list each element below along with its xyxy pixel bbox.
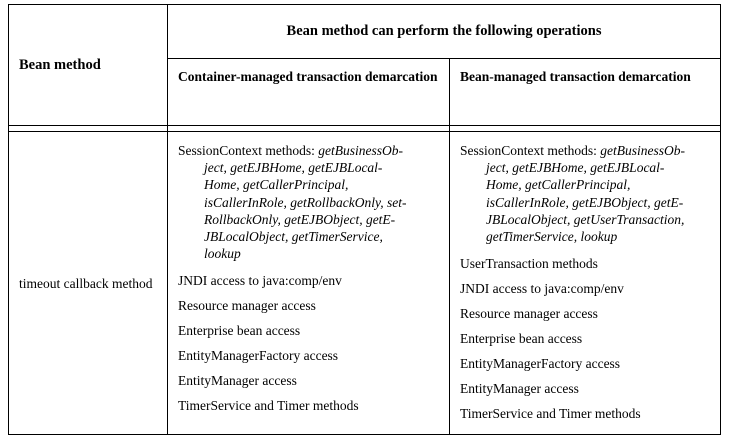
session-context-method-names: isCallerInRole, getEJBObject, getE- (486, 194, 684, 210)
session-context-line: SessionContext methods: getBusinessOb- (178, 142, 441, 159)
rule-segment-cmt (167, 125, 450, 132)
operation-item: Enterprise bean access (178, 323, 301, 339)
session-context-line: JBLocalObject, getUserTransaction, (460, 211, 712, 228)
session-context-line: ject, getEJBHome, getEJBLocal- (460, 159, 712, 176)
session-context-line: getTimerService, lookup (460, 228, 712, 245)
operation-item: EntityManagerFactory access (178, 348, 339, 364)
operation-item: EntityManager access (178, 373, 297, 389)
session-context-line: ject, getEJBHome, getEJBLocal- (178, 159, 441, 176)
operation-item: TimerService and Timer methods (178, 398, 359, 414)
operation-item: Resource manager access (460, 306, 598, 322)
operation-item: UserTransaction methods (460, 256, 598, 272)
header-container-managed: Container-managed transaction demarcatio… (167, 58, 450, 126)
operation-item: EntityManager access (460, 381, 579, 397)
spec-table-container: Bean method Bean method can perform the … (8, 4, 722, 435)
session-context-method-names: getBusinessOb- (318, 143, 404, 158)
operation-item: Resource manager access (178, 298, 316, 314)
session-context-method-names: JBLocalObject, getTimerService, (204, 229, 383, 245)
header-bean-managed: Bean-managed transaction demarcation (448, 58, 721, 126)
session-context-method-names: JBLocalObject, getUserTransaction, (486, 211, 685, 227)
session-context-label: SessionContext methods: (178, 143, 319, 158)
session-context-method-names: ject, getEJBHome, getEJBLocal- (486, 160, 665, 176)
header-row-span: Bean method Bean method can perform the … (9, 4, 721, 73)
session-context-line: lookup (178, 245, 441, 262)
header-body-double-rule (8, 125, 721, 132)
session-context-method-names: lookup (204, 246, 241, 262)
header-row-subheaders: Container-managed transaction demarcatio… (9, 58, 721, 126)
session-context-line: isCallerInRole, getEJBObject, getE- (460, 194, 712, 211)
header-bean-method: Bean method (19, 56, 101, 73)
session-context-line: Home, getCallerPrincipal, (460, 176, 712, 193)
operation-item: EntityManagerFactory access (460, 356, 621, 372)
session-context-line: SessionContext methods: getBusinessOb- (460, 142, 712, 159)
rule-segment-label (8, 125, 168, 132)
cell-container-managed-operations: SessionContext methods: getBusinessOb-je… (167, 131, 450, 435)
session-context-method-names: ject, getEJBHome, getEJBLocal- (204, 160, 383, 176)
session-context-method-names: getTimerService, lookup (486, 229, 618, 245)
header-operations-span: Bean method can perform the following op… (166, 4, 721, 59)
session-context-label: SessionContext methods: (460, 143, 601, 158)
session-context-method-names: isCallerInRole, getRollbackOnly, set- (204, 194, 407, 210)
cell-bean-managed-operations: SessionContext methods: getBusinessOb-je… (448, 131, 721, 435)
operation-item: TimerService and Timer methods (460, 406, 641, 422)
session-context-method-names: getBusinessOb- (600, 143, 686, 158)
operation-item: JNDI access to java:comp/env (178, 273, 342, 289)
session-context-method-names: RollbackOnly, getEJBObject, getE- (204, 211, 396, 227)
rule-segment-bmt (448, 125, 721, 132)
session-context-line: JBLocalObject, getTimerService, (178, 228, 441, 245)
session-context-line: RollbackOnly, getEJBObject, getE- (178, 211, 441, 228)
operation-item: Enterprise bean access (460, 331, 583, 347)
session-context-line: isCallerInRole, getRollbackOnly, set- (178, 194, 441, 211)
table-row: timeout callback method SessionContext m… (9, 131, 721, 435)
session-context-method-names: Home, getCallerPrincipal, (204, 177, 349, 193)
session-context-line: Home, getCallerPrincipal, (178, 176, 441, 193)
row-label-timeout-callback-method: timeout callback method (19, 275, 153, 291)
session-context-methods-block-cmt: SessionContext methods: getBusinessOb-je… (178, 142, 441, 262)
operation-item: JNDI access to java:comp/env (460, 281, 624, 297)
session-context-methods-block-bmt: SessionContext methods: getBusinessOb-je… (460, 142, 712, 245)
session-context-method-names: Home, getCallerPrincipal, (486, 177, 631, 193)
bean-method-operations-table: Bean method Bean method can perform the … (8, 4, 722, 435)
